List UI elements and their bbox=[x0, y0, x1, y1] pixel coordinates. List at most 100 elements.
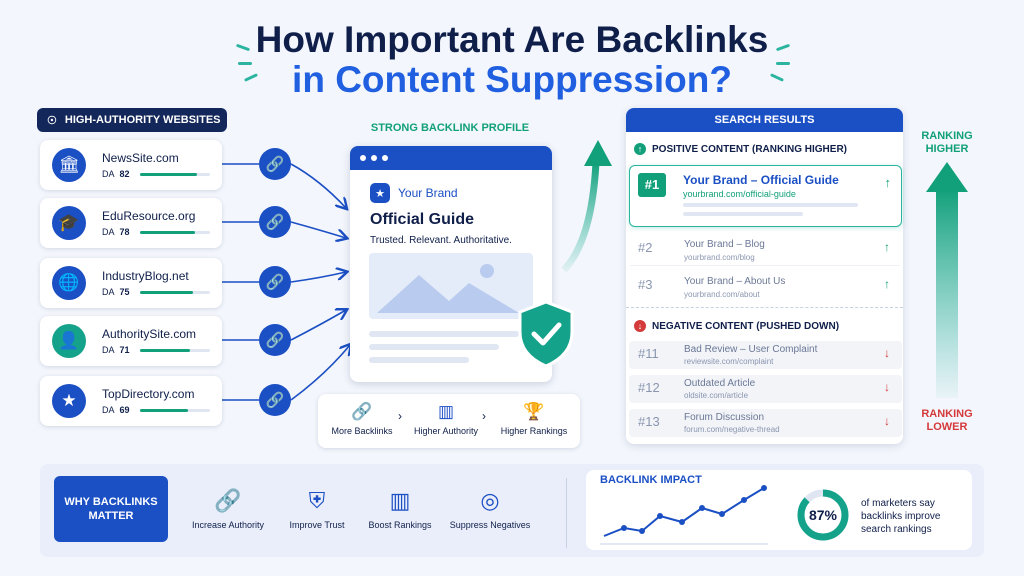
result-url: forum.com/negative-thread bbox=[684, 425, 780, 434]
flow-step-label: Higher Authority bbox=[413, 426, 479, 436]
da-bar bbox=[140, 291, 210, 294]
negative-section-label: ↓ NEGATIVE CONTENT (PUSHED DOWN) bbox=[634, 320, 839, 332]
text-line bbox=[369, 331, 519, 337]
da-bar bbox=[140, 349, 210, 352]
why-label: WHY BACKLINKS MATTER bbox=[54, 476, 168, 542]
sources-header-label: HIGH-AUTHORITY WEBSITES bbox=[64, 114, 221, 126]
browser-bar bbox=[350, 146, 552, 170]
site-card: ★ TopDirectory.com DA 69 bbox=[40, 376, 222, 426]
site-name: EduResource.org bbox=[102, 209, 196, 223]
da-label: DA bbox=[102, 405, 115, 415]
image-placeholder bbox=[369, 253, 533, 319]
arrow-up-icon: ↑ bbox=[884, 277, 890, 291]
result-row-negative bbox=[629, 409, 902, 437]
flow-step-label: Higher Rankings bbox=[500, 426, 568, 436]
profile-label: STRONG BACKLINK PROFILE bbox=[370, 122, 530, 134]
brand-name: Your Brand bbox=[398, 186, 458, 200]
result-url: reviewsite.com/complaint bbox=[684, 357, 774, 366]
shield-check-icon: ⛨ bbox=[308, 488, 326, 513]
site-card: 🎓 EduResource.org DA 78 bbox=[40, 198, 222, 248]
percent-value: 87% bbox=[808, 507, 838, 523]
bar-chart-icon: ▥ bbox=[437, 402, 455, 421]
target-icon: ◎ bbox=[480, 488, 500, 513]
site-name: NewsSite.com bbox=[102, 151, 179, 165]
benefit-item: ▥ Boost Rankings bbox=[362, 488, 438, 530]
da-bar bbox=[140, 173, 210, 176]
flow-step: 🏆Higher Rankings bbox=[494, 402, 574, 436]
da-value: 69 bbox=[119, 405, 130, 415]
arrow-down-icon: ↓ bbox=[884, 346, 890, 360]
divider bbox=[566, 478, 567, 548]
result-title[interactable]: Bad Review – User Complaint bbox=[684, 344, 818, 355]
da-value: 78 bbox=[119, 227, 130, 237]
site-name: AuthoritySite.com bbox=[102, 327, 197, 341]
site-card: 👤 AuthoritySite.com DA 71 bbox=[40, 316, 222, 366]
star-icon: ★ bbox=[370, 183, 390, 203]
result-title[interactable]: Your Brand – Blog bbox=[684, 239, 765, 250]
search-results-header: SEARCH RESULTS bbox=[626, 108, 903, 132]
flow-step-label: More Backlinks bbox=[331, 426, 393, 436]
site-name: TopDirectory.com bbox=[102, 387, 195, 401]
result-top: #1 Your Brand – Official Guide yourbrand… bbox=[629, 165, 902, 227]
page-subtitle: in Content Suppression? bbox=[292, 59, 732, 100]
ranking-higher-label: RANKING HIGHER bbox=[921, 130, 973, 155]
link-icon: 🔗 bbox=[214, 488, 242, 513]
result-url: yourbrand.com/official-guide bbox=[683, 189, 796, 199]
arrow-down-icon: ↓ bbox=[884, 414, 890, 428]
guide-tagline: Trusted. Relevant. Authoritative. bbox=[370, 235, 512, 246]
guide-heading: Official Guide bbox=[370, 211, 475, 228]
percent-donut: 87% bbox=[796, 488, 850, 542]
site-name: IndustryBlog.net bbox=[102, 269, 189, 283]
arrow-down-icon: ↓ bbox=[884, 380, 890, 394]
site-card: 🏛 NewsSite.com DA 82 bbox=[40, 140, 222, 190]
sparkle-decoration bbox=[238, 62, 252, 65]
da-label: DA bbox=[102, 227, 115, 237]
da-label: DA bbox=[102, 345, 115, 355]
da-label: DA bbox=[102, 287, 115, 297]
link-icon: 🔗 bbox=[259, 324, 291, 356]
flow-box: 🔗 More Backlinks › ▥ Higher Authority › 🏆H… bbox=[318, 394, 580, 448]
star-icon: ★ bbox=[52, 384, 86, 418]
graduation-cap-icon: 🎓 bbox=[52, 206, 86, 240]
arrow-down-icon: ↓ bbox=[634, 320, 646, 332]
rank-badge: #1 bbox=[638, 173, 666, 197]
result-title[interactable]: Your Brand – About Us bbox=[684, 276, 786, 287]
text-line bbox=[369, 357, 469, 363]
sources-header: ☉ HIGH-AUTHORITY WEBSITES bbox=[37, 108, 227, 132]
result-title[interactable]: Outdated Article bbox=[684, 378, 756, 389]
da-bar bbox=[140, 231, 210, 234]
sparkle-decoration bbox=[776, 62, 790, 65]
link-icon: 🔗 bbox=[259, 206, 291, 238]
arrow-right-icon: › bbox=[482, 409, 486, 423]
result-row: #3 Your Brand – About Us yourbrand.com/a… bbox=[638, 276, 890, 299]
flow-step: 🔗 More Backlinks bbox=[326, 402, 398, 436]
flow-step: ▥ Higher Authority bbox=[410, 402, 482, 436]
impact-card bbox=[586, 470, 972, 550]
link-icon: 🔗 bbox=[259, 266, 291, 298]
arrow-up-icon: ↑ bbox=[884, 175, 892, 190]
result-url: oldsite.com/article bbox=[684, 391, 749, 400]
brand-row: ★ Your Brand bbox=[370, 183, 458, 203]
benefit-item: ⛨ Improve Trust bbox=[280, 488, 354, 530]
impact-caption: of marketers say backlinks improve searc… bbox=[861, 498, 941, 535]
da-value: 82 bbox=[119, 169, 130, 179]
link-icon: 🔗 bbox=[351, 402, 373, 421]
result-title[interactable]: Your Brand – Official Guide bbox=[683, 173, 839, 187]
arrow-right-icon: › bbox=[398, 409, 402, 423]
arrow-up-icon: ↑ bbox=[884, 240, 890, 254]
result-url: yourbrand.com/blog bbox=[684, 253, 755, 262]
text-line bbox=[369, 344, 499, 350]
shield-check-icon bbox=[518, 300, 574, 368]
site-card: 🌐 IndustryBlog.net DA 75 bbox=[40, 258, 222, 308]
user-icon: 👤 bbox=[52, 324, 86, 358]
da-value: 75 bbox=[119, 287, 130, 297]
bank-icon: 🏛 bbox=[52, 148, 86, 182]
arrow-up-icon: ↑ bbox=[634, 143, 646, 155]
da-bar bbox=[140, 409, 210, 412]
positive-section-label: ↑ POSITIVE CONTENT (RANKING HIGHER) bbox=[634, 143, 847, 155]
bar-chart-icon: ▥ bbox=[389, 488, 411, 513]
result-title[interactable]: Forum Discussion bbox=[684, 412, 765, 423]
link-icon: 🔗 bbox=[259, 384, 291, 416]
result-row: #2 Your Brand – Blog yourbrand.com/blog … bbox=[630, 236, 900, 266]
